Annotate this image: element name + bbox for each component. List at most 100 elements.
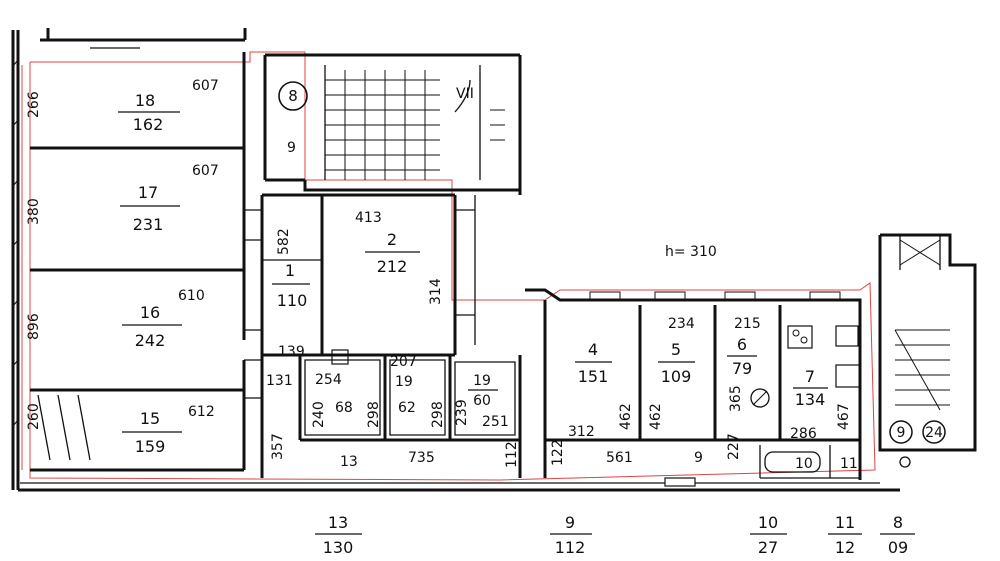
- svg-text:610: 610: [178, 288, 205, 304]
- footer-fraction-11: 11 12: [828, 513, 862, 557]
- room-19: 19 60: [468, 373, 498, 409]
- svg-text:239: 239: [454, 399, 470, 426]
- stairwell-upper: [263, 53, 522, 195]
- svg-text:607: 607: [192, 163, 219, 179]
- svg-text:10: 10: [758, 513, 778, 532]
- svg-text:112: 112: [555, 538, 586, 557]
- svg-text:17: 17: [138, 183, 158, 202]
- room-6: 6 79: [727, 335, 757, 378]
- svg-text:212: 212: [377, 257, 408, 276]
- svg-text:462: 462: [618, 403, 634, 430]
- svg-text:11: 11: [835, 513, 855, 532]
- svg-text:215: 215: [734, 316, 761, 332]
- svg-text:112: 112: [504, 441, 520, 468]
- lower-central-rooms: [298, 349, 522, 478]
- footer-fraction-8: 8 09: [880, 513, 915, 557]
- svg-text:462: 462: [648, 403, 664, 430]
- svg-text:131: 131: [266, 373, 293, 389]
- svg-text:159: 159: [135, 437, 166, 456]
- svg-text:9: 9: [565, 513, 575, 532]
- svg-text:1: 1: [285, 261, 295, 280]
- room-1: 1 110: [272, 261, 310, 310]
- room-labels: 18 162 17 231 16 242 15 159 1 110 2 212: [118, 91, 828, 456]
- svg-text:561: 561: [606, 450, 633, 466]
- svg-text:27: 27: [758, 538, 778, 557]
- right-wing: [525, 288, 862, 480]
- central-rooms: [260, 193, 476, 478]
- stairwell-lower: [878, 233, 977, 468]
- outer-walls: [11, 28, 900, 492]
- svg-text:4: 4: [588, 340, 598, 359]
- svg-text:612: 612: [188, 404, 215, 420]
- svg-text:122: 122: [550, 439, 566, 466]
- footer-fraction-9: 9 112: [550, 513, 592, 557]
- svg-text:15: 15: [140, 409, 160, 428]
- svg-text:13: 13: [340, 454, 358, 470]
- svg-text:24: 24: [925, 425, 943, 441]
- svg-text:19: 19: [395, 374, 413, 390]
- svg-text:9: 9: [287, 140, 296, 156]
- svg-text:62: 62: [398, 400, 416, 416]
- svg-text:298: 298: [430, 401, 446, 428]
- svg-text:110: 110: [277, 291, 308, 310]
- svg-text:18: 18: [135, 91, 155, 110]
- svg-text:582: 582: [276, 228, 292, 255]
- svg-text:09: 09: [888, 538, 908, 557]
- svg-text:130: 130: [323, 538, 354, 557]
- ceiling-height-label: h= 310: [665, 244, 717, 260]
- svg-text:11: 11: [840, 456, 858, 472]
- svg-text:79: 79: [732, 359, 752, 378]
- markers: 8 9 24 9 VII: [287, 86, 943, 441]
- svg-text:467: 467: [836, 403, 852, 430]
- room-2: 2 212: [365, 230, 420, 276]
- svg-text:8: 8: [288, 87, 298, 105]
- room-5: 5 109: [658, 340, 695, 386]
- svg-text:314: 314: [428, 278, 444, 305]
- svg-text:357: 357: [270, 433, 286, 460]
- svg-text:242: 242: [135, 331, 166, 350]
- svg-text:298: 298: [366, 401, 382, 428]
- svg-text:312: 312: [568, 424, 595, 440]
- svg-text:6: 6: [737, 335, 747, 354]
- room-17: 17 231: [120, 183, 180, 234]
- svg-text:7: 7: [805, 367, 815, 386]
- svg-text:286: 286: [790, 426, 817, 442]
- footer-fraction-10: 10 27: [750, 513, 787, 557]
- room-7: 7 134: [793, 367, 828, 409]
- svg-text:9: 9: [694, 450, 703, 466]
- svg-text:109: 109: [661, 367, 692, 386]
- room-16: 16 242: [122, 303, 182, 350]
- svg-text:2: 2: [387, 230, 397, 249]
- svg-text:240: 240: [311, 401, 327, 428]
- svg-text:151: 151: [578, 367, 609, 386]
- svg-text:68: 68: [335, 400, 353, 416]
- svg-text:16: 16: [140, 303, 160, 322]
- dimension-labels: 266 607 380 607 896 610 260 612 582 413 …: [26, 78, 858, 472]
- svg-text:60: 60: [473, 393, 491, 409]
- svg-text:19: 19: [473, 373, 491, 389]
- svg-text:266: 266: [26, 91, 42, 118]
- svg-text:8: 8: [893, 513, 903, 532]
- svg-text:13: 13: [328, 513, 348, 532]
- svg-text:9: 9: [897, 425, 906, 441]
- svg-text:365: 365: [728, 385, 744, 412]
- svg-text:234: 234: [668, 316, 695, 332]
- svg-text:134: 134: [795, 390, 826, 409]
- svg-text:207: 207: [390, 354, 417, 370]
- footer-fractions: 13 130 9 112 10 27 11 12 8 09: [315, 513, 915, 557]
- svg-text:254: 254: [315, 372, 342, 388]
- svg-text:260: 260: [26, 403, 42, 430]
- svg-text:380: 380: [26, 198, 42, 225]
- svg-text:162: 162: [133, 115, 164, 134]
- svg-text:735: 735: [408, 450, 435, 466]
- svg-text:VII: VII: [456, 86, 474, 102]
- svg-text:607: 607: [192, 78, 219, 94]
- svg-text:12: 12: [835, 538, 855, 557]
- svg-text:10: 10: [795, 456, 813, 472]
- svg-text:139: 139: [278, 344, 305, 360]
- svg-text:231: 231: [133, 215, 164, 234]
- room-15: 15 159: [122, 409, 182, 456]
- svg-text:896: 896: [26, 313, 42, 340]
- svg-text:5: 5: [671, 340, 681, 359]
